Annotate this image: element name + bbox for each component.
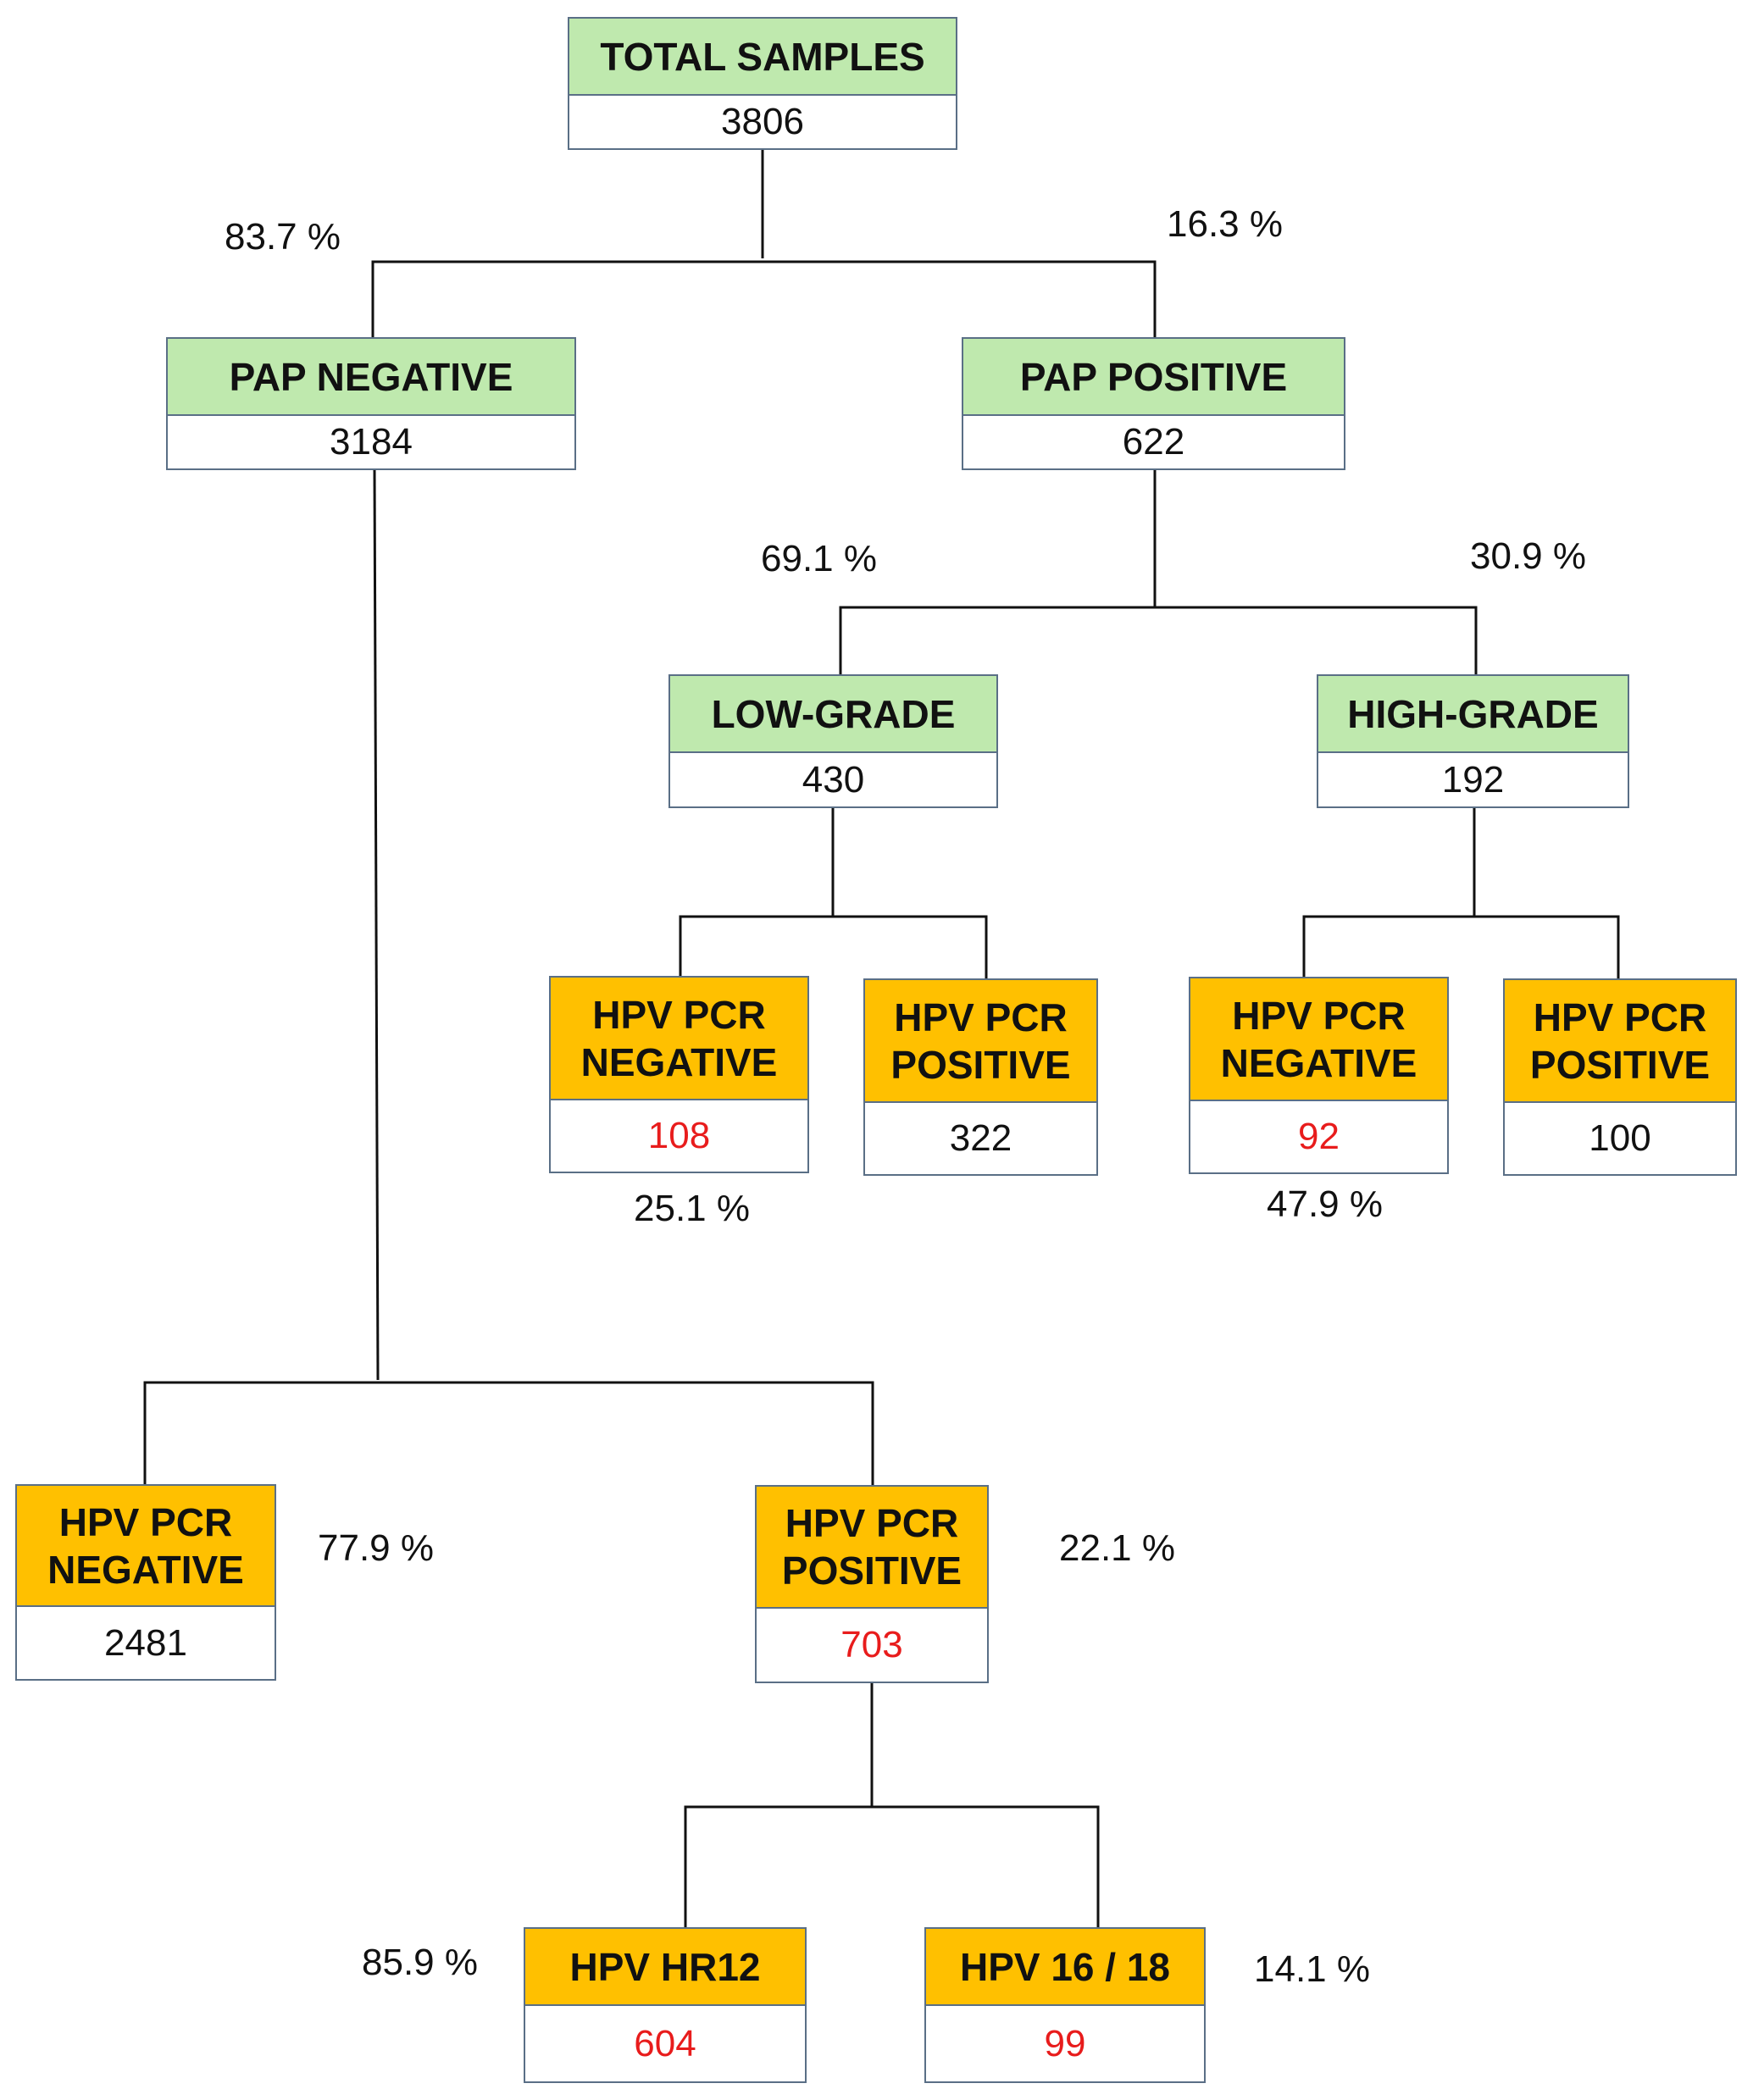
pct-pap-negative: 83.7 % [225,216,341,258]
connector-lg-bar [679,915,988,978]
node-high-grade-label: HIGH-GRADE [1317,674,1629,753]
node-pap-positive-label: PAP POSITIVE [962,337,1345,416]
node-neg-hpv-pcr-positive-line2: POSITIVE [781,1549,962,1593]
pct-high-grade: 30.9 % [1470,535,1586,577]
connector-type-bar [684,1805,1100,1927]
node-pap-positive: PAP POSITIVE 622 [962,337,1345,470]
node-high-grade: HIGH-GRADE 192 [1317,674,1629,808]
node-high-grade-value: 192 [1317,753,1629,808]
node-low-grade-value: 430 [668,753,998,808]
pct-pap-positive: 16.3 % [1167,203,1283,245]
node-total-samples: TOTAL SAMPLES 3806 [568,17,957,150]
node-hg-hpv-pcr-positive-value: 100 [1503,1103,1737,1176]
node-neg-hpv-pcr-negative-value: 2481 [15,1607,276,1681]
pct-low-grade: 69.1 % [761,538,877,579]
node-hpv-16-18-value: 99 [924,2006,1206,2083]
connector-neg-bar [143,1381,874,1485]
pct-hpv-hr12: 85.9 % [362,1942,478,1983]
pct-neg-hpv-pcr-positive: 22.1 % [1059,1527,1175,1569]
node-hpv-hr12-value: 604 [524,2006,807,2083]
node-lg-hpv-pcr-positive-line2: POSITIVE [890,1042,1071,1087]
pct-neg-hpv-pcr-negative: 77.9 % [318,1527,434,1569]
node-lg-hpv-pcr-negative-line2: NEGATIVE [580,1039,778,1084]
node-total-samples-value: 3806 [568,96,957,150]
node-lg-hpv-pcr-negative: HPV PCR NEGATIVE 108 [549,976,809,1173]
connector-grade-bar [839,606,1478,674]
node-neg-hpv-pcr-positive-value: 703 [755,1609,989,1683]
node-pap-negative-label: PAP NEGATIVE [166,337,576,416]
node-neg-hpv-pcr-positive-line1: HPV PCR [785,1501,959,1545]
node-total-samples-label: TOTAL SAMPLES [568,17,957,96]
node-lg-hpv-pcr-negative-line1: HPV PCR [592,992,766,1037]
node-pap-negative-value: 3184 [166,416,576,470]
node-hg-hpv-pcr-positive-line1: HPV PCR [1533,995,1707,1039]
node-hg-hpv-pcr-positive: HPV PCR POSITIVE 100 [1503,978,1737,1176]
pct-hg-hpv-pcr-negative: 47.9 % [1267,1183,1383,1225]
node-lg-hpv-pcr-positive-value: 322 [863,1103,1098,1176]
node-hpv-16-18-label: HPV 16 / 18 [924,1927,1206,2006]
node-low-grade: LOW-GRADE 430 [668,674,998,808]
node-low-grade-label: LOW-GRADE [668,674,998,753]
node-neg-hpv-pcr-negative: HPV PCR NEGATIVE 2481 [15,1484,276,1681]
pct-hpv-16-18: 14.1 % [1254,1948,1370,1990]
connector-pap-neg [373,468,380,1381]
node-hg-hpv-pcr-positive-line2: POSITIVE [1529,1042,1711,1087]
node-hg-hpv-pcr-negative-line2: NEGATIVE [1220,1040,1417,1085]
node-hpv-hr12-label: HPV HR12 [524,1927,807,2006]
node-hpv-16-18: HPV 16 / 18 99 [924,1927,1206,2083]
node-lg-hpv-pcr-positive-line1: HPV PCR [894,995,1068,1039]
node-hg-hpv-pcr-negative: HPV PCR NEGATIVE 92 [1189,977,1449,1174]
node-hpv-hr12: HPV HR12 604 [524,1927,807,2083]
node-pap-negative: PAP NEGATIVE 3184 [166,337,576,470]
pct-lg-hpv-pcr-negative: 25.1 % [634,1188,750,1229]
connector-pap-bar [371,260,1157,337]
node-hg-hpv-pcr-negative-value: 92 [1189,1101,1449,1174]
node-lg-hpv-pcr-positive: HPV PCR POSITIVE 322 [863,978,1098,1176]
node-lg-hpv-pcr-negative-value: 108 [549,1100,809,1173]
node-neg-hpv-pcr-negative-line2: NEGATIVE [47,1547,244,1592]
node-hg-hpv-pcr-negative-line1: HPV PCR [1232,993,1406,1038]
node-neg-hpv-pcr-positive: HPV PCR POSITIVE 703 [755,1485,989,1683]
connector-hg-bar [1302,915,1620,978]
node-pap-positive-value: 622 [962,416,1345,470]
node-neg-hpv-pcr-negative-line1: HPV PCR [58,1499,233,1544]
